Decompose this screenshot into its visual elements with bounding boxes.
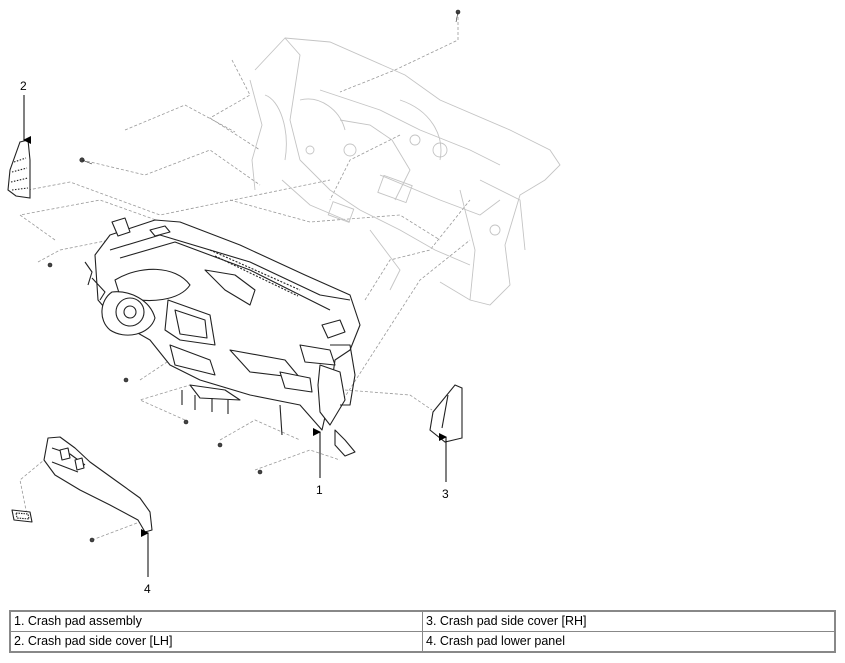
legend-item: 4. Crash pad lower panel (422, 631, 836, 653)
callout-number-2: 2 (20, 79, 27, 93)
legend-row: 1. Crash pad assembly 3. Crash pad side … (9, 610, 836, 632)
crash-pad-lower-panel (11, 436, 153, 533)
screw-5 (217, 442, 223, 448)
legend-item: 2. Crash pad side cover [LH] (9, 631, 423, 653)
exploded-view-drawing: 1 2 3 4 (7, 9, 561, 596)
screw-3 (123, 377, 129, 383)
legend-item: 1. Crash pad assembly (9, 610, 423, 632)
assembly-guide-lines (19, 12, 471, 541)
mounting-screws (47, 9, 461, 543)
crash-pad-side-cover-lh (7, 139, 31, 199)
callout-number-3: 3 (442, 487, 449, 501)
legend-item: 3. Crash pad side cover [RH] (422, 610, 836, 632)
crash-pad-assembly (84, 217, 361, 457)
legend-row: 2. Crash pad side cover [LH] 4. Crash pa… (9, 631, 836, 653)
screw-6 (257, 469, 263, 475)
cowl-body-structure (249, 37, 561, 306)
callout-number-4: 4 (144, 582, 151, 596)
callout-number-1: 1 (316, 483, 323, 497)
callout-arrows (23, 95, 447, 577)
screw-7 (89, 537, 95, 543)
parts-legend-table: 1. Crash pad assembly 3. Crash pad side … (9, 610, 836, 653)
crash-pad-side-cover-rh (429, 384, 463, 443)
screw-2 (47, 262, 53, 268)
screw-4 (183, 419, 189, 425)
screw-1 (79, 157, 93, 165)
screw-8 (455, 9, 461, 23)
